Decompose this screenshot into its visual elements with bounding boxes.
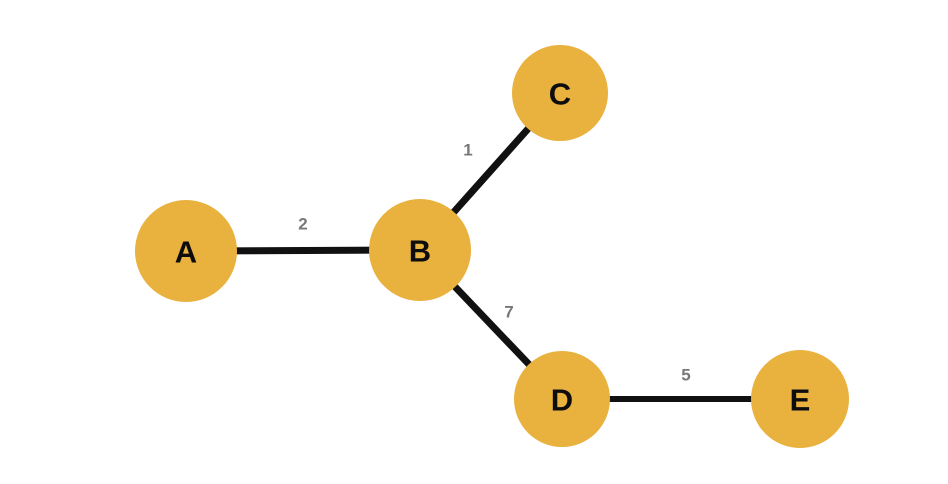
nodes-layer: A B C D E [135,45,849,448]
graph-node-c[interactable]: C [512,45,608,141]
edge-weight-label-b-d: 7 [504,303,513,322]
node-label-c: C [549,77,571,112]
graph-node-e[interactable]: E [751,350,849,448]
node-circle-d [514,351,610,447]
graph-node-b[interactable]: B [369,199,471,301]
node-label-e: E [790,383,811,418]
node-circle-c [512,45,608,141]
node-circle-e [751,350,849,448]
node-label-a: A [175,235,197,270]
edge-labels-layer: 2 1 7 5 [298,141,690,385]
edges-layer [185,90,800,402]
node-label-d: D [551,383,573,418]
edge-weight-label-a-b: 2 [298,215,307,234]
graph-node-a[interactable]: A [135,200,237,302]
edge-weight-label-d-e: 5 [681,366,690,385]
edge-weight-label-b-c: 1 [463,141,472,160]
node-label-b: B [409,234,431,269]
node-circle-a [135,200,237,302]
node-circle-b [369,199,471,301]
graph-node-d[interactable]: D [514,351,610,447]
